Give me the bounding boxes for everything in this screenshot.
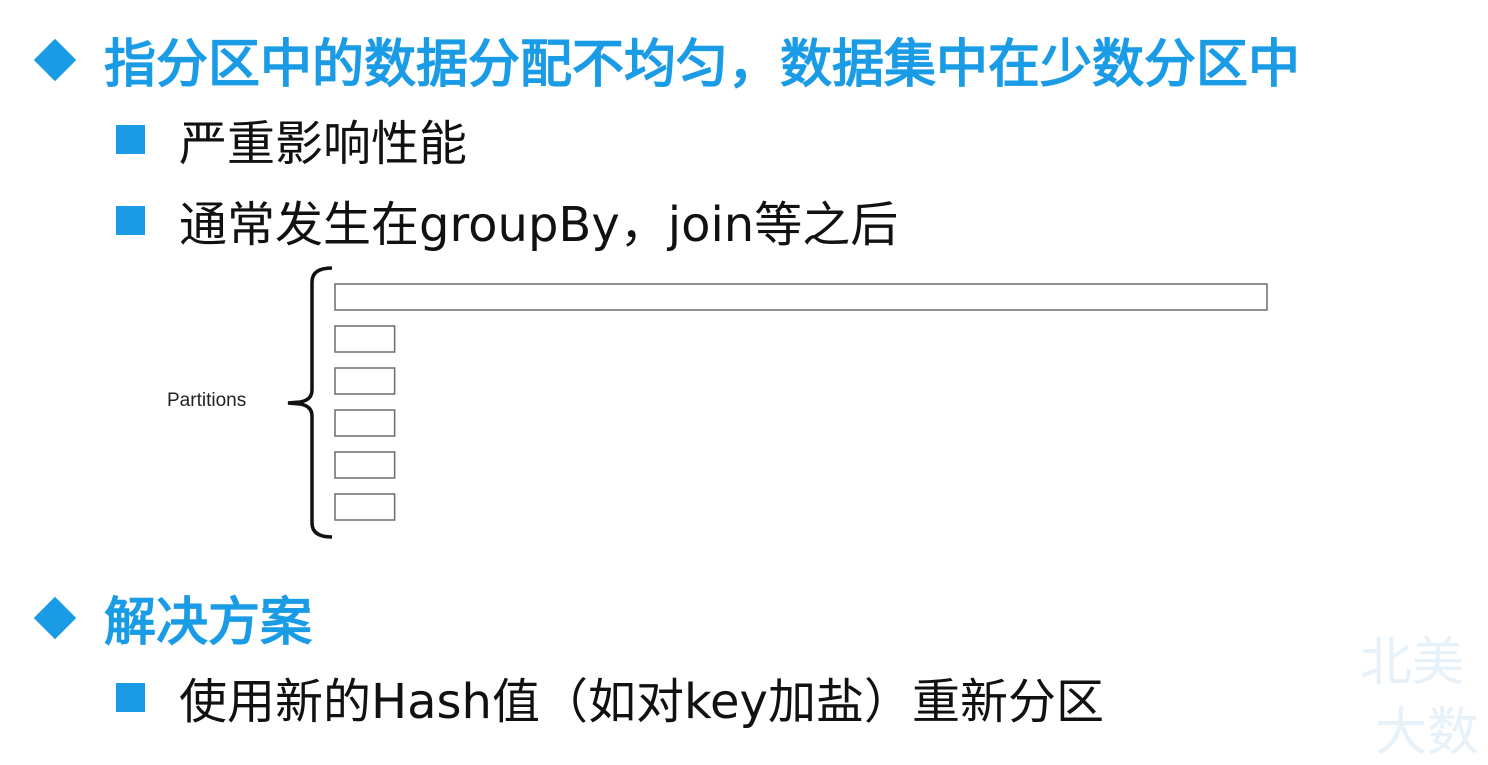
section2-heading-text: 解决方案 <box>104 593 313 653</box>
partition-box <box>334 367 396 395</box>
bullet-item: 使用新的Hash值（如对key加盐）重新分区 <box>116 662 1104 732</box>
brace-icon <box>287 266 333 539</box>
watermark-text: 北美 <box>1360 633 1465 693</box>
bullet-text: 使用新的Hash值（如对key加盐）重新分区 <box>179 674 1104 730</box>
bullet-text: 通常发生在groupBy，join等之后 <box>179 197 899 253</box>
partitions-label: Partitions <box>167 390 246 411</box>
square-bullet-icon <box>116 124 145 154</box>
bullet-item: 通常发生在groupBy，join等之后 <box>116 185 898 255</box>
partition-box <box>334 283 1268 311</box>
watermark-text: 大数 <box>1375 703 1480 763</box>
partition-boxes <box>334 283 1268 521</box>
section1-heading-text: 指分区中的数据分配不均匀，数据集中在少数分区中 <box>104 35 1301 95</box>
diamond-bullet-icon <box>33 596 77 639</box>
bullet-item: 严重影响性能 <box>116 104 467 174</box>
partition-box <box>334 493 396 521</box>
partition-box <box>334 325 396 353</box>
section1-heading: 指分区中的数据分配不均匀，数据集中在少数分区中 <box>30 22 1300 97</box>
section2-heading: 解决方案 <box>30 580 312 655</box>
bullet-text: 严重影响性能 <box>179 116 468 172</box>
square-bullet-icon <box>116 682 145 712</box>
partition-box <box>334 409 396 437</box>
square-bullet-icon <box>116 205 145 235</box>
partition-box <box>334 451 396 479</box>
partitions-diagram: Partitions <box>167 266 1268 539</box>
